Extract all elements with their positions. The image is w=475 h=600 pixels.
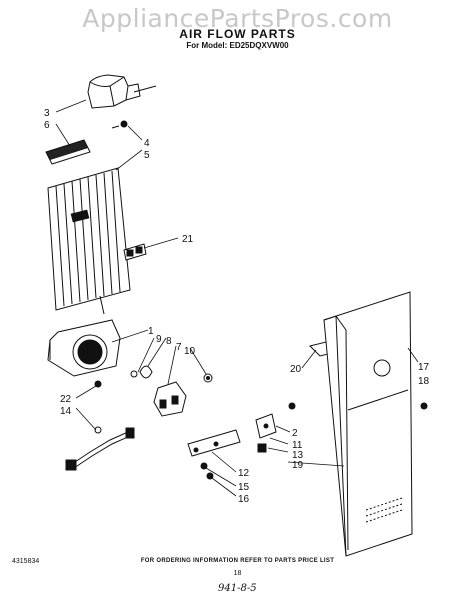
callout-20: 20 (290, 364, 302, 375)
part-small-bracket (255, 402, 296, 453)
callout-5: 5 (144, 150, 150, 161)
callout-22: 22 (60, 394, 72, 405)
page-number: 18 (233, 570, 242, 577)
callout-3: 3 (44, 108, 50, 119)
part-mounting-bracket (187, 429, 241, 480)
callout-15: 15 (238, 482, 250, 493)
leader-lines (55, 99, 419, 497)
part-screw-4 (111, 120, 128, 129)
callout-9: 9 (156, 334, 162, 345)
model-subtitle: For Model: ED25DQXVW00 (186, 41, 289, 50)
callout-13: 13 (292, 450, 304, 461)
callout-19: 19 (292, 460, 304, 471)
callout-14: 14 (60, 406, 72, 417)
callout-18: 18 (418, 376, 430, 387)
diagram-title: AIR FLOW PARTS (179, 27, 296, 41)
part-evaporator-cover (47, 167, 131, 315)
part-screw-18 (420, 402, 428, 410)
part-duct-cover (87, 74, 157, 109)
callout-17: 17 (418, 362, 430, 373)
callout-2: 2 (292, 428, 298, 439)
callout-21: 21 (182, 234, 194, 245)
part-bracket-21 (123, 243, 147, 261)
handwritten-note: 941-8-5 (218, 583, 257, 594)
ordering-note: FOR ORDERING INFORMATION REFER TO PARTS … (140, 558, 335, 564)
watermark: AppliancePartsPros.com (82, 4, 393, 33)
callout-11: 11 (292, 440, 303, 451)
callout-16: 16 (238, 494, 250, 505)
callout-labels: 3 6 4 5 21 1 9 8 7 10 20 17 18 22 14 2 1… (44, 108, 430, 505)
part-fan-shroud (47, 319, 121, 377)
callout-7: 7 (176, 342, 182, 353)
part-code: 4315834 (12, 558, 40, 565)
callout-8: 8 (166, 336, 172, 347)
part-rear-panel (323, 291, 413, 557)
part-fan-blade (130, 365, 153, 379)
part-wire-harness (65, 426, 135, 471)
part-grommet (203, 373, 213, 383)
part-foam-strip (45, 139, 91, 165)
part-screw-22 (94, 380, 102, 388)
callout-10: 10 (184, 346, 196, 357)
callout-12: 12 (238, 468, 250, 479)
callout-6: 6 (44, 120, 50, 131)
callout-4: 4 (144, 138, 150, 149)
part-fan-motor (153, 381, 187, 417)
callout-1: 1 (148, 326, 154, 337)
